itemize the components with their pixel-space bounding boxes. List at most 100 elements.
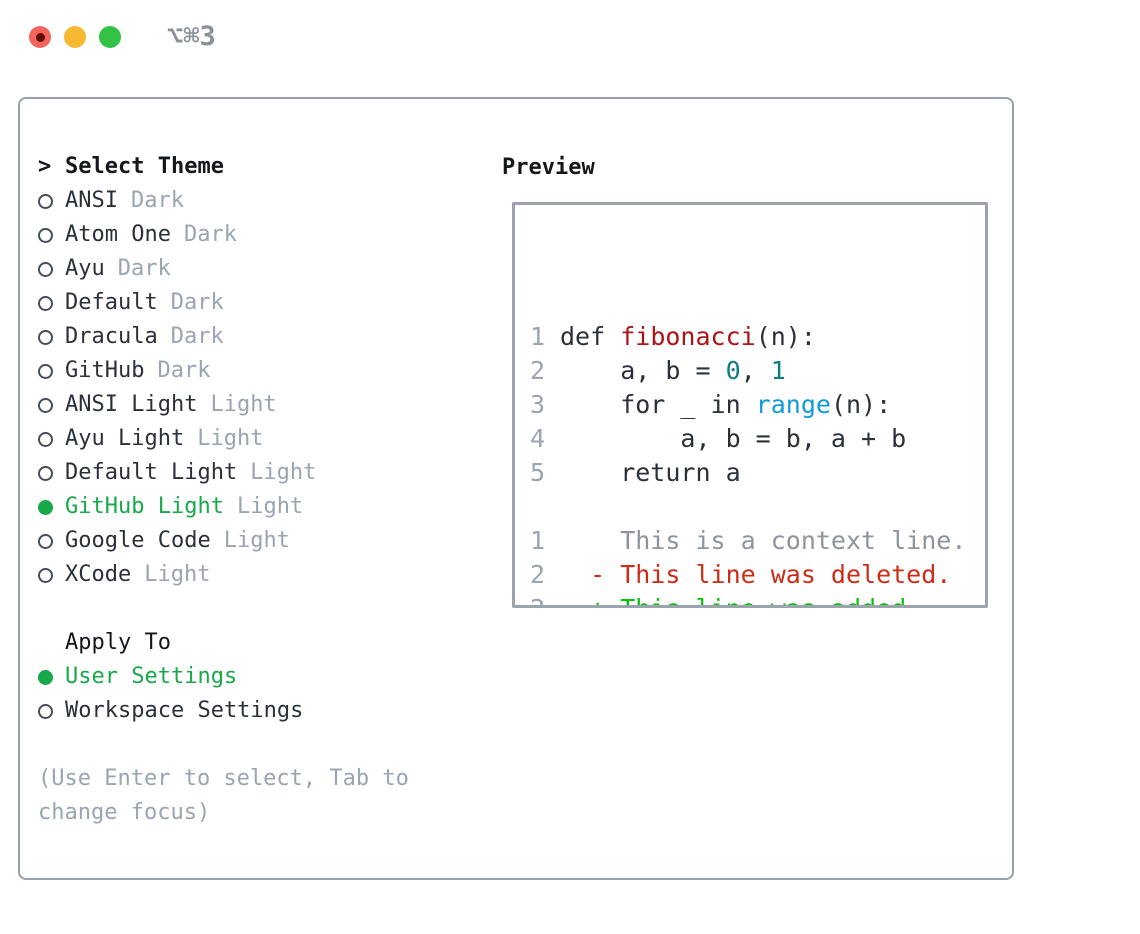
theme-option-ayu-light[interactable]: Ayu Light Light xyxy=(38,422,446,456)
close-button[interactable] xyxy=(29,26,51,48)
theme-option-dracula[interactable]: Dracula Dark xyxy=(38,320,446,354)
code-line: 2 a, b = 0, 1 xyxy=(530,354,985,388)
theme-variant: Dark xyxy=(117,256,171,281)
diff-text: + This line was added. xyxy=(560,594,921,605)
apply-to-header: Apply To xyxy=(38,626,446,660)
gap xyxy=(38,728,446,762)
theme-option-xcode[interactable]: XCode Light xyxy=(38,558,446,592)
theme-variant: Light xyxy=(197,426,264,451)
preview-header: Preview xyxy=(502,155,595,180)
radio-icon xyxy=(38,227,53,243)
theme-variant: Light xyxy=(236,494,304,519)
theme-option-ansi[interactable]: ANSI Dark xyxy=(38,184,446,218)
line-number: 5 xyxy=(530,458,546,487)
radio-icon xyxy=(38,397,53,413)
theme-variant: Dark xyxy=(130,188,184,213)
radio-icon xyxy=(38,431,53,447)
radio-icon xyxy=(38,567,53,583)
select-theme-header: > Select Theme xyxy=(38,150,446,184)
apply-option-label: User Settings xyxy=(65,664,238,689)
theme-variant: Dark xyxy=(170,290,224,315)
theme-name: GitHub xyxy=(65,358,145,383)
titlebar xyxy=(29,26,121,48)
apply-to-title: Apply To xyxy=(65,630,171,655)
theme-name: Default xyxy=(65,290,158,315)
theme-name: Google Code xyxy=(65,528,211,553)
code-token-plain: def xyxy=(560,322,621,351)
theme-name: Ayu Light xyxy=(65,426,185,451)
diff-text: - This line was deleted. xyxy=(560,560,952,589)
apply-option-label: Workspace Settings xyxy=(65,698,304,723)
theme-option-github[interactable]: GitHub Dark xyxy=(38,354,446,388)
code-line: 3 for _ in range(n): xyxy=(530,388,985,422)
radio-icon xyxy=(38,499,53,515)
hint-text: (Use Enter to select, Tab to change focu… xyxy=(38,766,409,825)
code-token-plain: a, b = xyxy=(560,356,726,385)
code-token-plain: a, b = b, a + b xyxy=(560,424,907,453)
diff-line-context: 1 This is a context line. xyxy=(530,524,985,558)
radio-icon xyxy=(38,363,53,379)
code-token-plain: , xyxy=(740,356,771,385)
code-token-plain: (n): xyxy=(830,390,892,419)
apply-option-user-settings[interactable]: User Settings xyxy=(38,660,446,694)
close-dot-icon xyxy=(35,32,45,42)
code-token-builtin: range xyxy=(755,390,831,419)
zoom-button[interactable] xyxy=(99,26,121,48)
code-token-plain: return a xyxy=(560,458,741,487)
select-theme-title: Select Theme xyxy=(65,154,224,179)
theme-name: Default Light xyxy=(65,460,238,485)
radio-icon xyxy=(38,669,53,685)
blank-line xyxy=(530,490,985,524)
theme-variant: Light xyxy=(223,528,290,553)
theme-name: Dracula xyxy=(65,324,158,349)
theme-name: GitHub Light xyxy=(65,494,224,519)
radio-icon xyxy=(38,703,53,719)
theme-option-default[interactable]: Default Dark xyxy=(38,286,446,320)
theme-variant: Light xyxy=(210,392,277,417)
diff-line-deleted: 2 - This line was deleted. xyxy=(530,558,985,592)
pointer-icon: > xyxy=(38,154,52,179)
theme-name: ANSI xyxy=(65,188,118,213)
diff-text: This is a context line. xyxy=(560,526,967,555)
theme-option-google-code[interactable]: Google Code Light xyxy=(38,524,446,558)
line-number: 2 xyxy=(530,356,546,385)
line-number: 1 xyxy=(530,526,546,555)
minimize-button[interactable] xyxy=(64,26,86,48)
diff-line-added: 2 + This line was added. xyxy=(530,592,985,605)
code-token-function: fibonacci xyxy=(620,322,756,351)
line-number: 2 xyxy=(530,592,560,605)
code-token-plain: for _ in xyxy=(560,390,756,419)
theme-variant: Dark xyxy=(157,358,211,383)
line-number: 3 xyxy=(530,390,546,419)
theme-option-github-light[interactable]: GitHub Light Light xyxy=(38,490,446,524)
theme-name: XCode xyxy=(65,562,132,587)
theme-option-ansi-light[interactable]: ANSI Light Light xyxy=(38,388,446,422)
code-line: 4 a, b = b, a + b xyxy=(530,422,985,456)
code-token-number: 0 xyxy=(725,356,741,385)
theme-name: ANSI Light xyxy=(65,392,198,417)
theme-option-default-light[interactable]: Default Light Light xyxy=(38,456,446,490)
theme-variant: Light xyxy=(250,460,317,485)
line-number: 1 xyxy=(530,322,546,351)
line-number: 2 xyxy=(530,560,546,589)
code-line: 5 return a xyxy=(530,456,985,490)
radio-icon xyxy=(38,533,53,549)
radio-icon xyxy=(38,329,53,345)
radio-icon xyxy=(38,261,53,277)
theme-variant: Dark xyxy=(170,324,224,349)
window-title: ⌥⌘3 xyxy=(167,21,216,52)
gap xyxy=(38,592,446,626)
apply-option-workspace-settings[interactable]: Workspace Settings xyxy=(38,694,446,728)
theme-variant: Light xyxy=(144,562,211,587)
theme-name: Atom One xyxy=(65,222,171,247)
